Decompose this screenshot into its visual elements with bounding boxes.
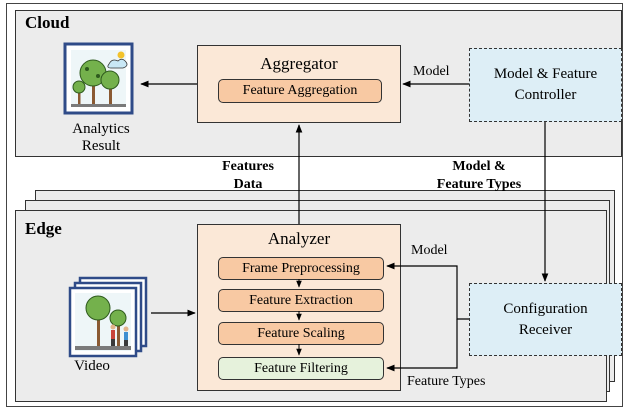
- analytics-line2: Result: [81, 138, 121, 154]
- model-label-cloud: Model: [413, 64, 450, 79]
- video-label: Video: [74, 358, 110, 374]
- features-data-line1: Features: [222, 159, 274, 174]
- video-frames-icon: [68, 276, 148, 358]
- aggregator-title: Aggregator: [260, 54, 338, 73]
- aggregator-box: Aggregator Feature Aggregation: [197, 45, 401, 123]
- model-feature-line1: Model &: [452, 159, 506, 174]
- model-feature-types-label: Model & Feature Types: [418, 158, 540, 194]
- analytics-line1: Analytics: [72, 121, 130, 137]
- feature-filtering-box: Feature Filtering: [218, 357, 384, 380]
- receiver-line2: Receiver: [518, 322, 573, 338]
- feature-types-label: Feature Types: [407, 374, 486, 389]
- feature-extraction-box: Feature Extraction: [218, 289, 384, 312]
- edge-title: Edge: [25, 219, 62, 238]
- cloud-title: Cloud: [25, 13, 70, 32]
- configuration-receiver-box: Configuration Receiver: [469, 283, 622, 356]
- features-data-line2: Data: [233, 177, 263, 192]
- arrow-receiver-to-preprocessing: [386, 262, 469, 320]
- arrow-receiver-to-filtering: [386, 319, 458, 372]
- receiver-line1: Configuration: [503, 301, 588, 317]
- controller-line1: Model & Feature: [493, 66, 598, 82]
- analyzer-box: Analyzer Frame Preprocessing Feature Ext…: [197, 224, 401, 391]
- analyzer-title: Analyzer: [267, 229, 331, 248]
- frame-preprocessing-box: Frame Preprocessing: [218, 257, 384, 280]
- features-data-label: Features Data: [213, 158, 283, 194]
- model-feature-controller-box: Model & Feature Controller: [469, 48, 622, 122]
- controller-line2: Controller: [514, 87, 577, 103]
- tree-icon: [63, 42, 134, 115]
- model-feature-line2: Feature Types: [436, 177, 522, 192]
- model-label-edge: Model: [411, 243, 448, 258]
- feature-aggregation-box: Feature Aggregation: [218, 79, 382, 103]
- analytics-result-label: Analytics Result: [62, 121, 140, 155]
- feature-scaling-box: Feature Scaling: [218, 322, 384, 345]
